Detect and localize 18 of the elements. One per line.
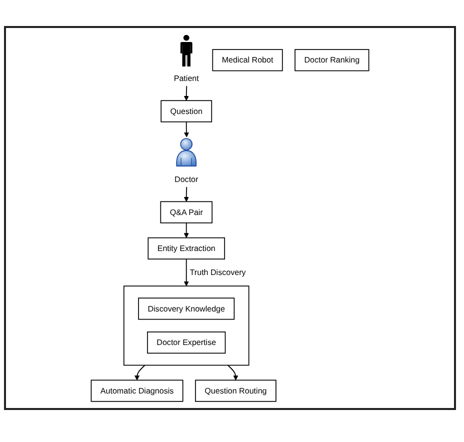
arrow <box>184 86 189 101</box>
node-box: Doctor Ranking <box>294 49 370 72</box>
node-box: Medical Robot <box>212 49 283 72</box>
node-box: Question <box>160 100 212 122</box>
node-box: Entity Extraction <box>148 237 226 260</box>
node-box: Q&A Pair <box>160 201 213 224</box>
arrow <box>227 364 238 380</box>
edge-label: Truth Discovery <box>190 268 246 277</box>
arrow <box>184 258 189 286</box>
arrow <box>184 121 189 138</box>
node-box: Automatic Diagnosis <box>90 380 184 402</box>
arrow <box>184 186 189 202</box>
arrow <box>134 364 146 380</box>
node-box: Doctor Expertise <box>147 332 226 354</box>
node-box: Discovery Knowledge <box>138 298 235 320</box>
cluster <box>123 286 250 366</box>
arrow <box>184 222 189 238</box>
node-box: Question Routing <box>195 380 276 402</box>
